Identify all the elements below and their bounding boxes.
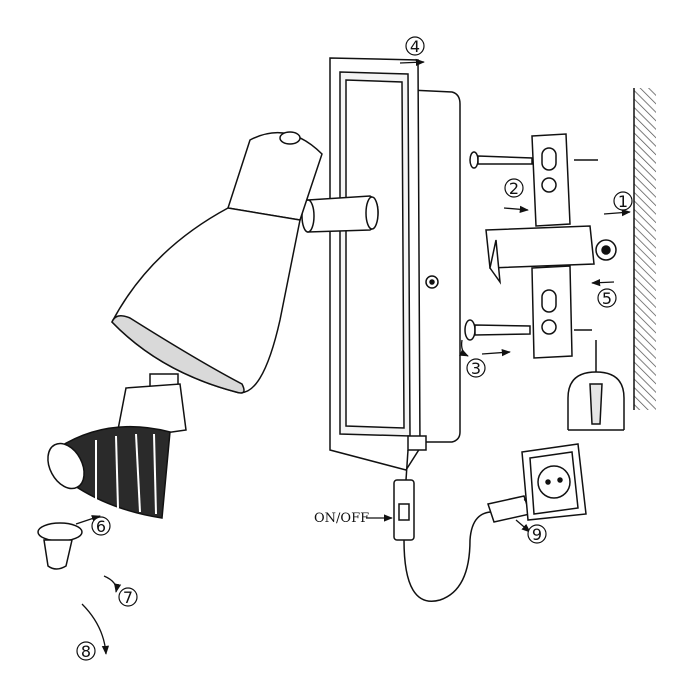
switch-label: ON/OFF xyxy=(314,511,369,526)
power-cable xyxy=(403,449,497,602)
step-arrows xyxy=(75,58,631,655)
step-3-label: 3 xyxy=(471,359,481,378)
wall-backplate xyxy=(329,57,461,471)
step-8-label: 8 xyxy=(81,642,91,661)
retaining-cap xyxy=(37,522,83,570)
inline-switch xyxy=(393,479,415,541)
step-5-label: 5 xyxy=(602,289,612,308)
step-6-label: 6 xyxy=(96,517,106,536)
step-4-label: 4 xyxy=(410,37,420,56)
mounting-bracket xyxy=(485,133,595,359)
step-markers xyxy=(76,36,633,661)
wall-socket xyxy=(521,443,587,521)
step-2-label: 2 xyxy=(509,179,519,198)
wall-screws xyxy=(464,151,617,341)
step-7-label: 7 xyxy=(123,588,133,607)
step-9-label: 9 xyxy=(532,525,542,544)
wall-plug-detail xyxy=(567,340,625,431)
wall xyxy=(633,88,656,410)
swivel-arm xyxy=(301,195,379,233)
lamp-shade xyxy=(111,131,323,394)
gu10-bulb xyxy=(47,373,187,519)
step-1-label: 1 xyxy=(618,192,628,211)
